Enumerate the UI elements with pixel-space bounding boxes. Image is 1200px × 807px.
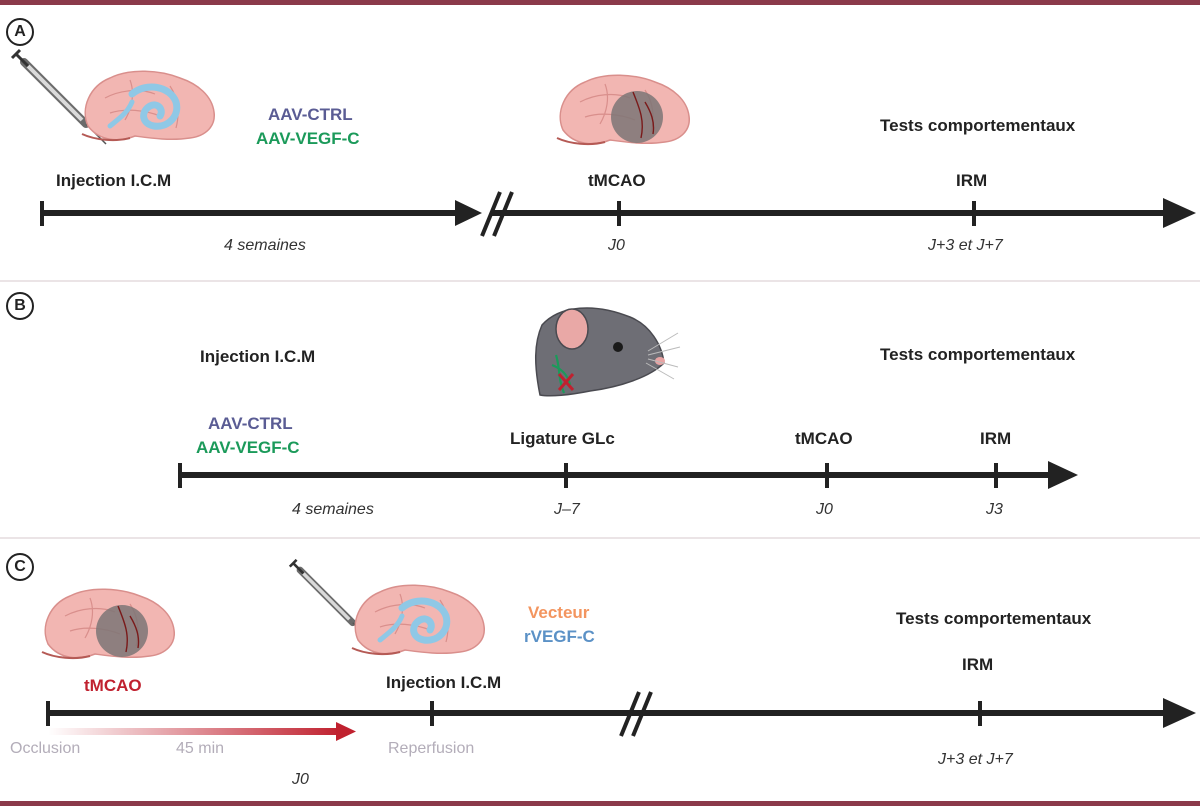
brain-icon [351,584,486,656]
panel-a-injection-label: Injection I.C.M [56,171,172,190]
panel-c-occlusion: Occlusion [10,740,81,757]
panel-a-followup-days: J+3 et J+7 [928,237,1003,254]
top-frame-line [0,0,1200,5]
timeline-a [40,191,1196,237]
panel-a-badge: A [6,18,34,46]
panel-c-day0: J0 [292,771,309,788]
panel-b-badge: B [6,292,34,320]
panel-b-day0: J0 [816,501,833,518]
panel-a-duration: 4 semaines [224,237,306,254]
panel-b-tests-label: Tests comportementaux [880,345,1076,364]
stroke-brain-icon [556,74,691,146]
ligature-cross-icon [557,373,575,391]
panel-c-badge: C [6,553,34,581]
timeline-b [178,461,1078,489]
timeline-c [46,691,1196,737]
panel-c-rvegf: rVEGF-C [524,627,595,646]
panel-c-followup-days: J+3 et J+7 [938,751,1013,768]
panel-c-reperfusion: Reperfusion [388,740,475,757]
panel-a-vector-ctrl: AAV-CTRL [268,105,353,124]
panel-a-tests-label: Tests comportementaux [880,116,1076,135]
panel-a-vector-vegf: AAV-VEGF-C [256,129,360,148]
panel-b-vector-vegf: AAV-VEGF-C [196,438,300,457]
panel-b-vector-ctrl: AAV-CTRL [208,414,293,433]
panel-b-tmcao-label: tMCAO [795,429,853,448]
panel-c-vecteur: Vecteur [528,603,590,622]
panel-b-irm-label: IRM [980,429,1012,448]
brain-icon [81,70,216,142]
bottom-frame-line [0,801,1200,806]
occlusion-arrow [48,722,356,741]
panel-b-day-minus7: J–7 [554,501,580,518]
panel-c-duration: 45 min [176,740,225,757]
panel-c-tests-label: Tests comportementaux [896,609,1092,628]
panel-a-tmcao-label: tMCAO [588,171,646,190]
panel-b-injection-label: Injection I.C.M [200,347,316,366]
panel-c-irm-label: IRM [962,655,994,674]
stroke-brain-icon [41,588,176,660]
panel-b-duration: 4 semaines [292,501,374,518]
panel-b-ligature-label: Ligature GLc [510,429,615,448]
panel-c-tmcao-label: tMCAO [84,676,142,695]
panel-c-injection-label: Injection I.C.M [386,673,502,692]
panel-a-irm-label: IRM [956,171,988,190]
panel-b-day3: J3 [986,501,1003,518]
panel-a-day0: J0 [608,237,625,254]
mouse-head-icon [534,307,681,397]
